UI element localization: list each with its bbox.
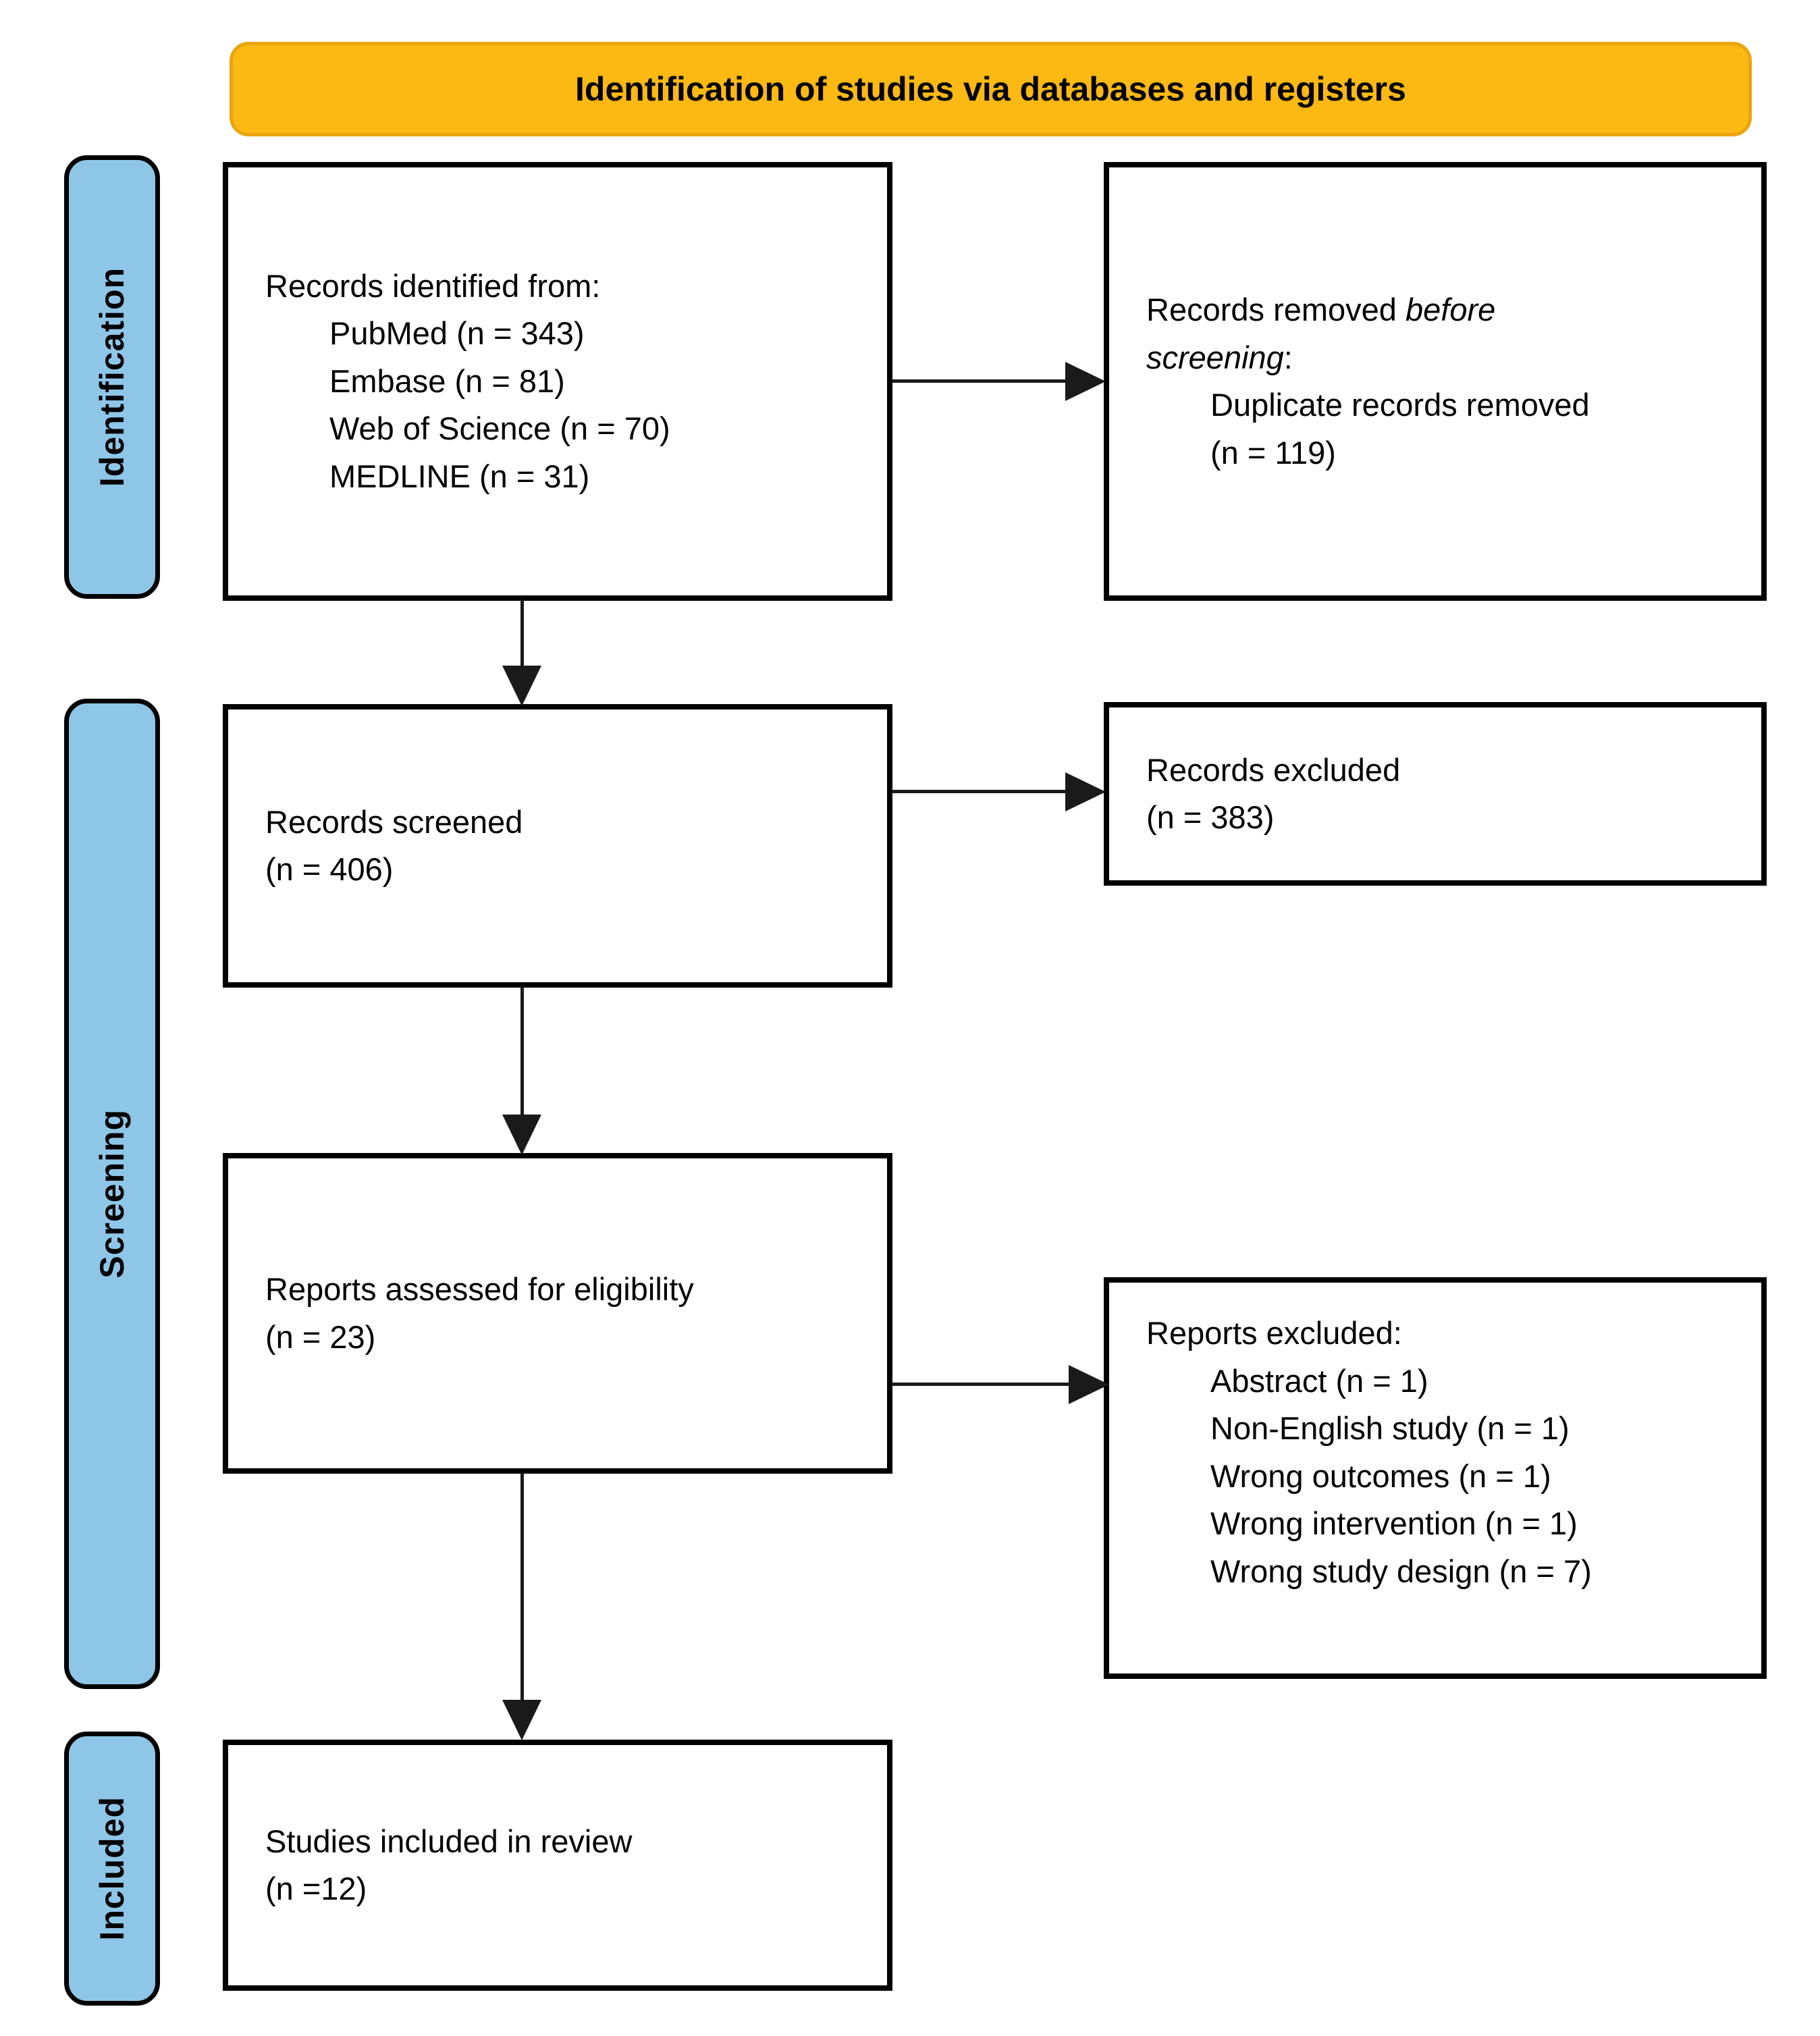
arrow-screened-to-excluded-line [892, 790, 1068, 793]
box-records-screened-text: Records screened(n = 406) [265, 803, 523, 888]
arrow-assessed-to-reports-excluded-line [892, 1383, 1071, 1386]
box-studies-included-text: Studies included in review(n =12) [265, 1823, 633, 1907]
arrow-right-icon [1065, 772, 1106, 811]
box-records-screened: Records screened(n = 406) [223, 704, 892, 988]
arrow-right-icon [1065, 362, 1106, 401]
box-records-identified-text: Records identified from:PubMed (n = 343)… [265, 267, 670, 494]
banner-title: Identification of studies via databases … [230, 42, 1752, 136]
arrow-assessed-to-included-line [520, 1473, 524, 1703]
box-reports-excluded: Reports excluded:Abstract (n = 1)Non-Eng… [1104, 1277, 1767, 1679]
arrow-identified-to-screened-line [520, 599, 524, 668]
box-reports-assessed-text: Reports assessed for eligibility(n = 23) [265, 1271, 694, 1355]
stage-included-label: Included [93, 1796, 131, 1941]
box-records-excluded-text: Records excluded(n = 383) [1146, 751, 1401, 836]
stage-screening-label: Screening [93, 1109, 131, 1279]
arrow-identified-to-removed-line [892, 379, 1068, 383]
arrow-down-icon [502, 1700, 541, 1740]
box-studies-included: Studies included in review(n =12) [223, 1740, 892, 1991]
box-reports-excluded-text: Reports excluded:Abstract (n = 1)Non-Eng… [1146, 1315, 1592, 1589]
stage-identification-label: Identification [93, 267, 131, 487]
stage-screening: Screening [64, 699, 160, 1689]
arrow-down-icon [502, 1115, 541, 1155]
stage-identification: Identification [64, 155, 160, 599]
box-reports-assessed: Reports assessed for eligibility(n = 23) [223, 1153, 892, 1474]
stage-included: Included [64, 1732, 160, 2006]
arrow-screened-to-assessed-line [520, 986, 524, 1117]
arrow-right-icon [1069, 1365, 1109, 1404]
arrow-down-icon [502, 666, 541, 706]
box-records-identified: Records identified from:PubMed (n = 343)… [223, 162, 892, 601]
box-records-excluded: Records excluded(n = 383) [1104, 702, 1767, 886]
